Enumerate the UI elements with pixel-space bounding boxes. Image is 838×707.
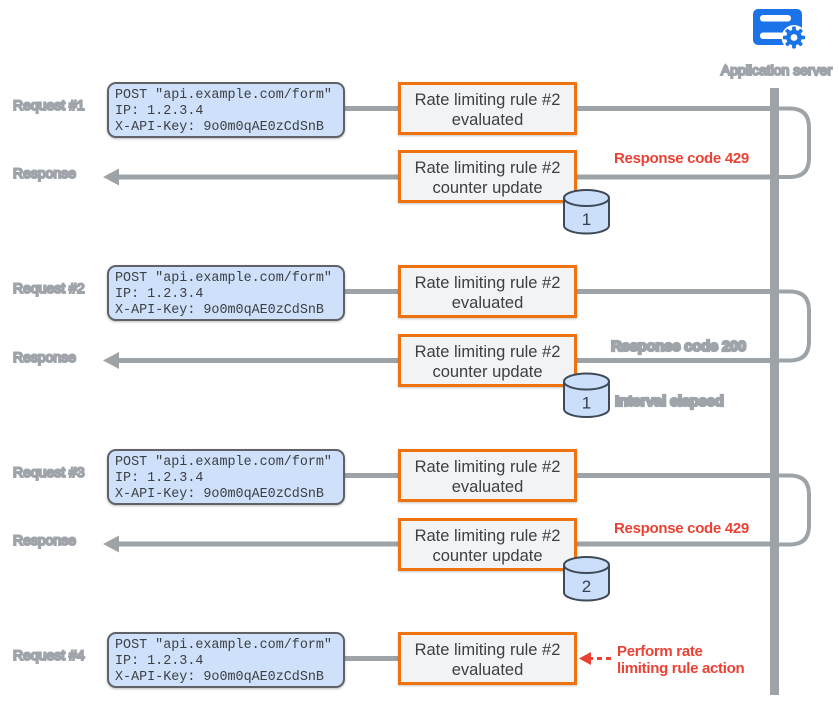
svg-text:2: 2	[582, 577, 591, 596]
svg-text:1: 1	[582, 394, 591, 413]
svg-text:1: 1	[582, 210, 591, 229]
